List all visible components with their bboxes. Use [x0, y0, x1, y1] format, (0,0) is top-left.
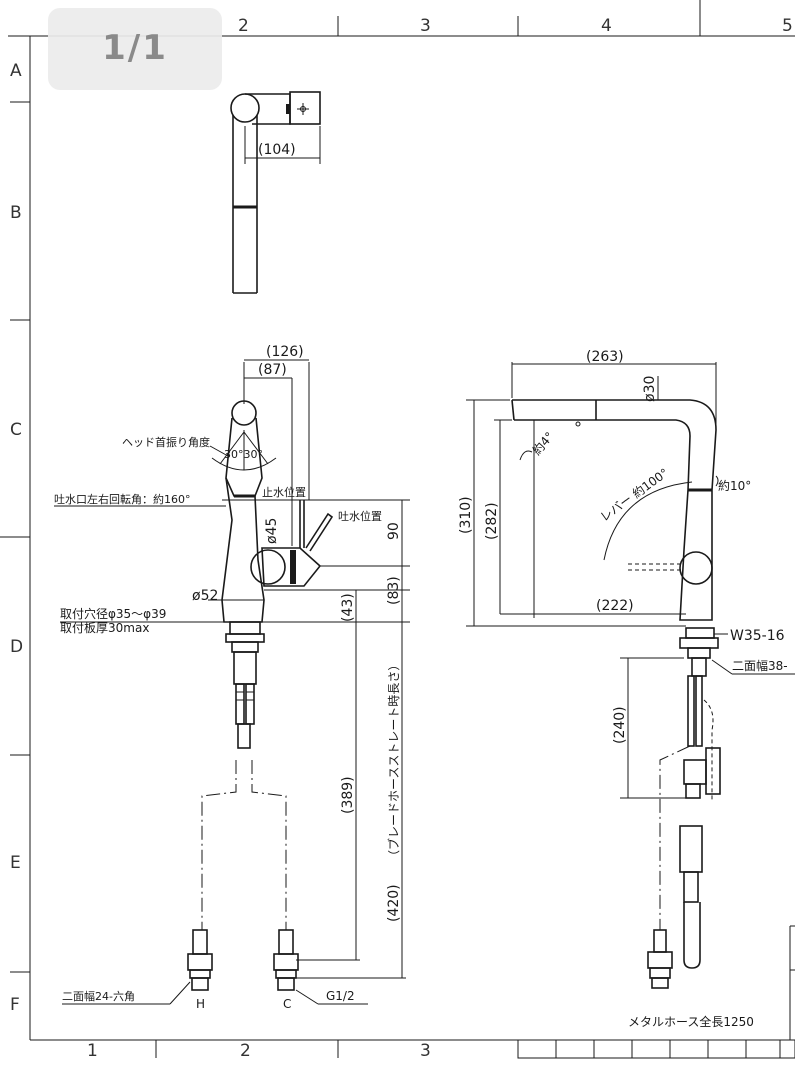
dim-222: (222) — [596, 598, 634, 614]
dim-420: (420) — [386, 884, 402, 922]
grid-col-2-top: 2 — [238, 16, 249, 36]
approx-4-label: 約4° — [529, 429, 557, 458]
grid-row-b: B — [10, 203, 22, 223]
mount-hole-label: 取付穴径φ35～φ39 — [60, 606, 166, 621]
approx-10-label: 約10° — [718, 478, 751, 493]
dim-104: (104) — [258, 142, 296, 158]
swing-angle-label: 30°30° — [224, 448, 263, 461]
page-indicator-badge: 1/1 — [48, 8, 222, 90]
pipe-thread-label: G1/2 — [326, 989, 355, 1003]
hot-label: H — [196, 997, 205, 1011]
grid-col-3-bottom: 3 — [420, 1041, 431, 1061]
dim-phi45: ø45 — [264, 518, 280, 544]
grid-row-c: C — [10, 420, 22, 440]
side-view: (263) (310) (282) (222) ø30 (240) 約4° レバ… — [458, 349, 795, 1029]
grid-col-1-bottom: 1 — [87, 1041, 98, 1061]
front-view: (126) (87) 90 (83) (43) (389) (420) （ブレー… — [54, 344, 410, 1011]
dim-90: 90 — [386, 522, 402, 540]
page-indicator-text: 1/1 — [102, 28, 168, 68]
dim-phi52: ø52 — [192, 588, 218, 604]
across-flats-24-label: 二面幅24-六角 — [62, 990, 135, 1003]
grid-row-a: A — [10, 61, 22, 81]
mount-plate-label: 取付板厚30max — [60, 621, 149, 635]
stop-position-label: 止水位置 — [262, 485, 306, 499]
dim-43: (43) — [340, 593, 356, 622]
grid-col-3-top: 3 — [420, 16, 431, 36]
dim-310: (310) — [458, 496, 474, 534]
discharge-position-label: 吐水位置 — [338, 509, 382, 523]
dim-83: (83) — [386, 576, 402, 605]
braid-hose-note: （ブレードホースストレート時長さ） — [386, 659, 401, 862]
grid-row-d: D — [10, 637, 23, 657]
dim-87: (87) — [258, 362, 287, 378]
dim-126: (126) — [266, 344, 304, 360]
thread-w35-label: W35-16 — [730, 628, 785, 644]
lever-angle-label: レバー 約100° — [597, 465, 671, 525]
dim-389: (389) — [340, 776, 356, 814]
grid-col-2-bottom: 2 — [240, 1041, 251, 1061]
metal-hose-label: メタルホース全長1250 — [628, 1014, 754, 1029]
across-flats-38-label: 二面幅38- — [732, 658, 788, 673]
spout-rotation-label: 吐水口左右回転角：約160° — [54, 492, 191, 506]
dim-282: (282) — [484, 502, 500, 540]
dim-240: (240) — [612, 706, 628, 744]
head-swing-label: ヘッド首振り角度 — [122, 435, 210, 449]
grid-col-4-top: 4 — [601, 16, 612, 36]
grid-col-5-top: 5 — [782, 16, 793, 36]
cold-label: C — [283, 997, 291, 1011]
dim-phi30: ø30 — [642, 376, 658, 402]
dim-263: (263) — [586, 349, 624, 365]
grid-row-f: F — [10, 995, 20, 1015]
grid-row-e: E — [10, 853, 21, 873]
top-view: (104) — [230, 91, 321, 294]
